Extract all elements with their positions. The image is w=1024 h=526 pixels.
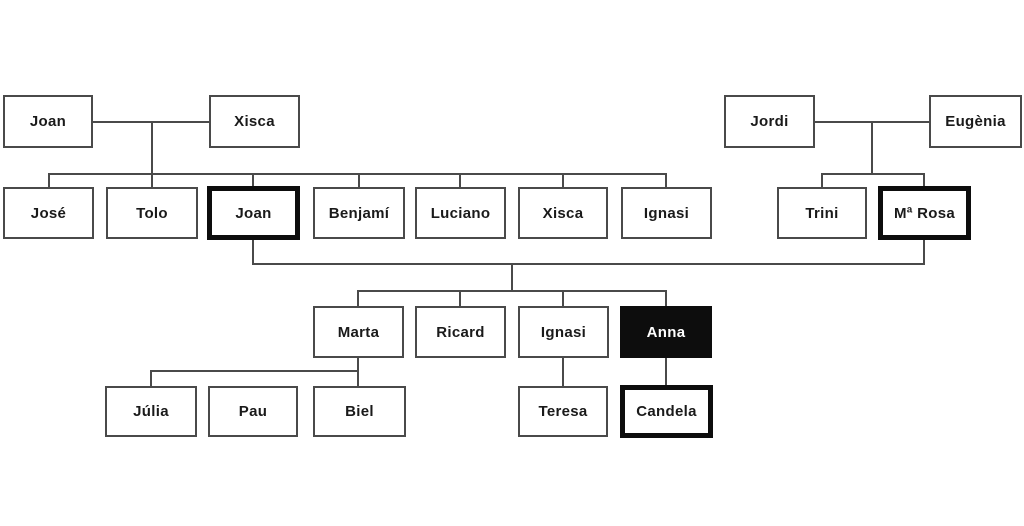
node-label: Ricard	[436, 323, 485, 341]
connector-drop-anna-to-candela	[665, 358, 667, 387]
connector-stub-anna	[665, 290, 667, 307]
connector-stub-ignasi	[562, 290, 564, 307]
node-label: Luciano	[430, 204, 491, 222]
connector-stub-xisca-aunt	[562, 173, 564, 188]
node-label: Joan	[29, 113, 67, 130]
node-label: Marta	[337, 323, 380, 341]
connector-sibling-bus-right	[821, 173, 925, 175]
node-jordi: Jordi	[724, 95, 815, 148]
connector-children-bus	[357, 290, 667, 292]
connector-stub-luciano	[459, 173, 461, 188]
connector-stub-trini	[821, 173, 823, 188]
node-candela: Candela	[620, 385, 713, 438]
node-label: Biel	[345, 403, 374, 420]
connector-grandchildren-bus	[150, 370, 359, 372]
node-ricard: Ricard	[415, 306, 506, 358]
node-trini: Trini	[777, 187, 867, 239]
node-tolo: Tolo	[106, 187, 198, 239]
connector-stub-julia	[150, 370, 152, 387]
node-label: Trini	[805, 204, 839, 222]
node-label: Xisca	[234, 113, 275, 130]
connector-drop-to-children-bus	[511, 263, 513, 292]
node-label: Júlia	[133, 403, 169, 420]
node-ma-rosa: Mª Rosa	[878, 186, 971, 240]
connector-drop-joan-xisca-to-tolo	[151, 122, 153, 188]
node-label: Jordi	[750, 113, 789, 130]
connector-drop-ma-rosa-down	[923, 240, 925, 265]
connector-drop-ignasi-to-teresa	[562, 358, 564, 387]
connector-sibling-bus-left	[48, 173, 667, 175]
node-label: Pau	[238, 403, 268, 420]
node-label: Mª Rosa	[894, 204, 955, 222]
node-ignasi: Ignasi	[518, 306, 609, 358]
node-anna: Anna	[620, 306, 712, 358]
node-xisca-grandmother: Xisca	[209, 95, 300, 148]
node-label: Joan	[235, 204, 272, 222]
node-label: Xisca	[542, 204, 584, 222]
node-luciano: Luciano	[415, 187, 506, 239]
node-label: Candela	[636, 403, 697, 420]
connector-drop-marta-down	[357, 358, 359, 387]
node-joan-grandfather: Joan	[3, 95, 93, 148]
node-label: Ignasi	[540, 323, 587, 341]
node-label: José	[30, 204, 67, 222]
node-label: Benjamí	[328, 204, 390, 222]
connector-drop-joan-father-down	[252, 240, 254, 265]
node-label: Tolo	[136, 204, 168, 222]
node-biel: Biel	[313, 386, 406, 437]
connector-marriage-line-joan-ma-rosa	[252, 263, 925, 265]
node-jose: José	[3, 187, 94, 239]
node-benjami: Benjamí	[313, 187, 405, 239]
connector-stub-jose	[48, 173, 50, 188]
node-joan-father: Joan	[207, 186, 300, 240]
node-xisca-aunt: Xisca	[518, 187, 608, 239]
node-pau: Pau	[208, 386, 298, 437]
node-label: Ignasi	[643, 204, 690, 222]
connector-drop-jordi-eugenia	[871, 122, 873, 175]
node-ignasi-uncle: Ignasi	[621, 187, 712, 239]
connector-stub-joan-father	[252, 173, 254, 188]
node-marta: Marta	[313, 306, 404, 358]
node-label: Eugènia	[945, 113, 1006, 130]
node-teresa: Teresa	[518, 386, 608, 437]
node-eugenia: Eugènia	[929, 95, 1022, 148]
connector-stub-ma-rosa	[923, 173, 925, 188]
connector-stub-ignasi-uncle	[665, 173, 667, 188]
node-label: Teresa	[538, 403, 588, 420]
node-label: Anna	[646, 323, 686, 341]
connector-stub-marta	[357, 290, 359, 307]
connector-stub-benjami	[358, 173, 360, 188]
connector-stub-ricard	[459, 290, 461, 307]
node-julia: Júlia	[105, 386, 197, 437]
